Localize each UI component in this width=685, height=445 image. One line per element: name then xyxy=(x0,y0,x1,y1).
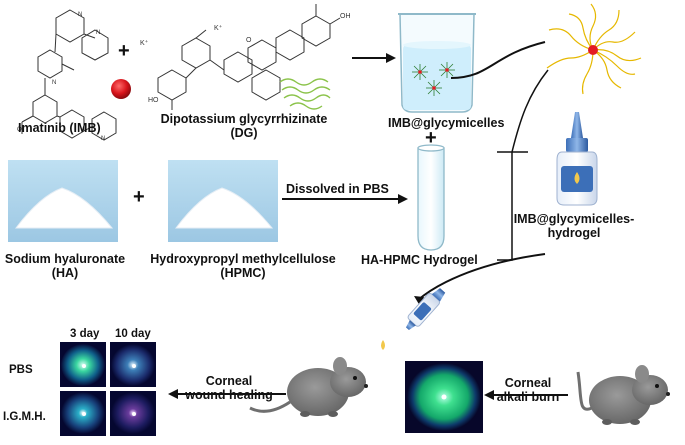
plus-sign: + xyxy=(133,186,145,208)
final-label-line1: IMB@glycymicelles- xyxy=(513,212,635,226)
burn-label: Corneal alkali burn xyxy=(490,376,566,404)
burn-label-line2: alkali burn xyxy=(496,390,560,404)
zoom-connector xyxy=(450,41,546,79)
healing-label-line2: wound healing xyxy=(185,388,273,402)
dropper-bottle xyxy=(405,288,446,331)
beaker xyxy=(398,13,476,113)
dg-label: Dipotassium glycyrrhizinate (DG) xyxy=(144,112,344,140)
hydrogel-tube xyxy=(417,144,445,251)
atom-ho: HO xyxy=(148,97,159,104)
hpmc-powder-pile xyxy=(174,187,274,229)
ha-label-line2: (HA) xyxy=(51,266,79,280)
bracket xyxy=(497,151,513,261)
atom-n: N xyxy=(101,136,105,142)
imatinib-red-bead xyxy=(111,79,131,99)
eye-drop-bottle xyxy=(556,112,598,206)
dissolved-label: Dissolved in PBS xyxy=(286,182,389,196)
atom-n: N xyxy=(78,12,82,18)
imatinib-structure xyxy=(21,9,117,141)
ha-label-line1: Sodium hyaluronate xyxy=(4,252,126,266)
dg-green-tails xyxy=(279,78,331,110)
hpmc-label-line1: Hydroxypropyl methylcellulose xyxy=(150,252,336,266)
drop xyxy=(381,340,385,350)
atom-o: O xyxy=(246,37,252,44)
mouse-left xyxy=(249,357,368,417)
final-label-line2: hydrogel xyxy=(547,226,601,240)
hpmc-label: Hydroxypropyl methylcellulose (HPMC) xyxy=(143,252,343,280)
atom-n: N xyxy=(96,30,100,36)
micelle-zoom xyxy=(546,3,642,95)
burn-label-line1: Corneal xyxy=(504,376,552,390)
atom-n: N xyxy=(52,80,56,86)
plus-sign: + xyxy=(118,40,130,62)
mouse-right xyxy=(576,365,670,425)
ha-label: Sodium hyaluronate (HA) xyxy=(2,252,128,280)
imatinib-label: Imatinib (IMB) xyxy=(18,121,101,135)
hpmc-label-line2: (HPMC) xyxy=(220,266,266,280)
row-label-pbs: PBS xyxy=(9,364,33,376)
atom-k-plus: K⁺ xyxy=(140,39,149,47)
final-formulation-label: IMB@glycymicelles- hydrogel xyxy=(513,212,635,240)
ha-powder-pile xyxy=(14,187,114,229)
atom-k-plus: K⁺ xyxy=(214,24,223,32)
atom-o: O xyxy=(17,127,22,133)
micelle-core xyxy=(588,45,598,55)
dg-structure xyxy=(157,4,341,110)
day3-label: 3 day xyxy=(70,328,100,340)
atom-oh: OH xyxy=(340,13,351,20)
healing-label-line1: Corneal xyxy=(205,374,253,388)
healing-label: Corneal wound healing xyxy=(174,374,284,402)
micelles-label: IMB@glycymicelles xyxy=(388,116,505,130)
row-label-igmh: I.G.M.H. xyxy=(3,411,46,423)
plus-sign: + xyxy=(425,127,437,149)
arrow-head xyxy=(386,53,396,63)
dg-label-line1: Dipotassium glycyrrhizinate xyxy=(160,112,328,126)
hydrogel-label: HA-HPMC Hydrogel xyxy=(361,253,478,267)
dg-label-line2: (DG) xyxy=(230,126,258,140)
day10-label: 10 day xyxy=(115,328,151,340)
